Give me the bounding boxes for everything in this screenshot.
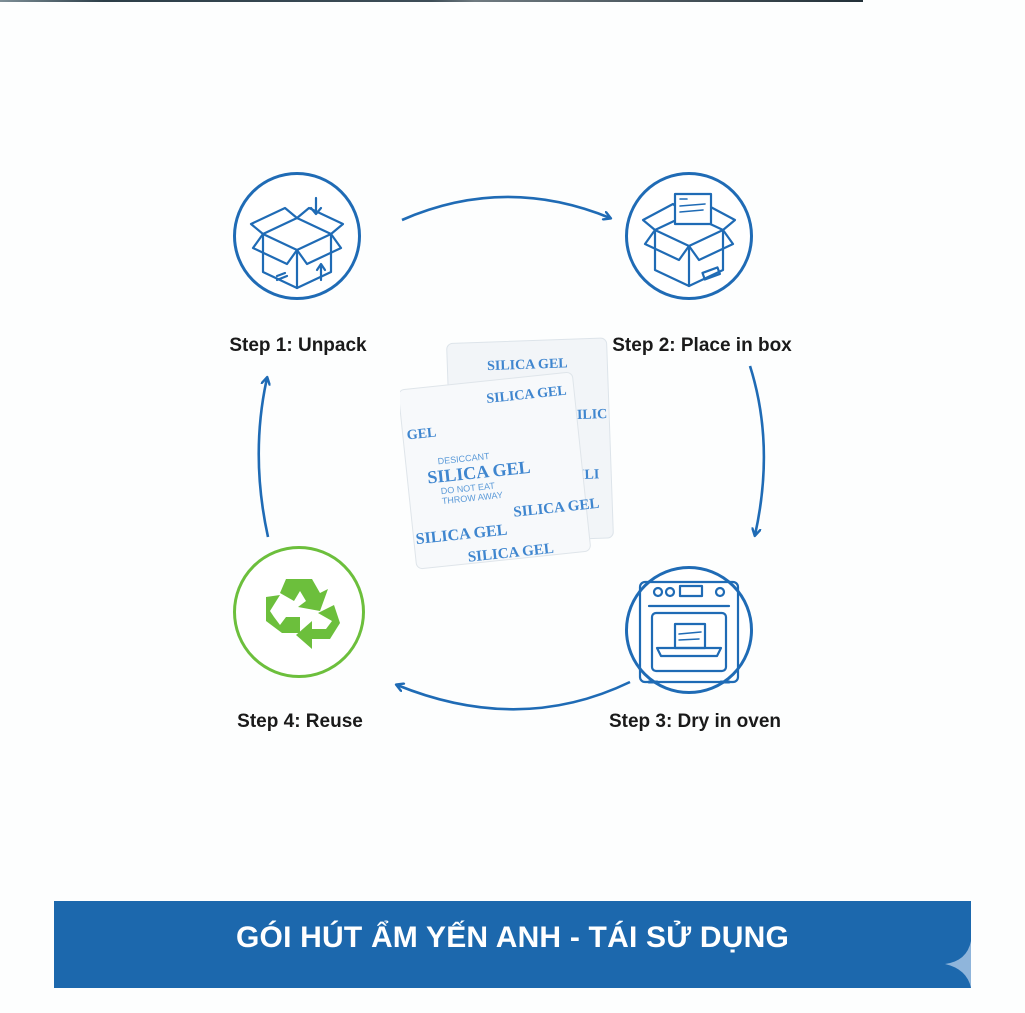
step-3-label: Step 3: Dry in oven bbox=[608, 711, 782, 732]
arrow-step1-to-step2 bbox=[401, 195, 610, 222]
svg-text:GEL: GEL bbox=[406, 425, 437, 443]
step-1-label: Step 1: Unpack bbox=[229, 335, 367, 356]
arrow-step3-to-step4 bbox=[397, 680, 631, 711]
step-1-circle bbox=[233, 172, 361, 300]
sparkle-decoration-icon bbox=[945, 941, 971, 988]
top-border-line bbox=[0, 0, 863, 2]
box-with-silica-gel-icon bbox=[641, 192, 737, 288]
svg-text:SILICA GEL: SILICA GEL bbox=[487, 356, 568, 374]
recycle-icon bbox=[266, 579, 340, 649]
arrow-step2-to-step3 bbox=[748, 365, 766, 535]
title-banner: GÓI HÚT ẨM YẾN ANH - TÁI SỬ DỤNG bbox=[54, 901, 971, 988]
banner-title: GÓI HÚT ẨM YẾN ANH - TÁI SỬ DỤNG bbox=[236, 920, 789, 954]
open-box-icon bbox=[249, 196, 345, 290]
step-2-circle bbox=[625, 172, 753, 300]
step-4-label: Step 4: Reuse bbox=[237, 711, 363, 732]
step-4-circle bbox=[233, 546, 365, 678]
svg-text:SILIC: SILIC bbox=[569, 407, 608, 423]
step-2-label: Step 2: Place in box bbox=[612, 335, 792, 356]
silica-gel-packets-image: SILICA GEL SILIC SILI SILICA GEL GEL DES… bbox=[400, 337, 614, 570]
step-3-circle bbox=[625, 566, 753, 694]
oven-icon bbox=[638, 580, 740, 684]
arrow-step4-to-step1 bbox=[257, 378, 268, 538]
